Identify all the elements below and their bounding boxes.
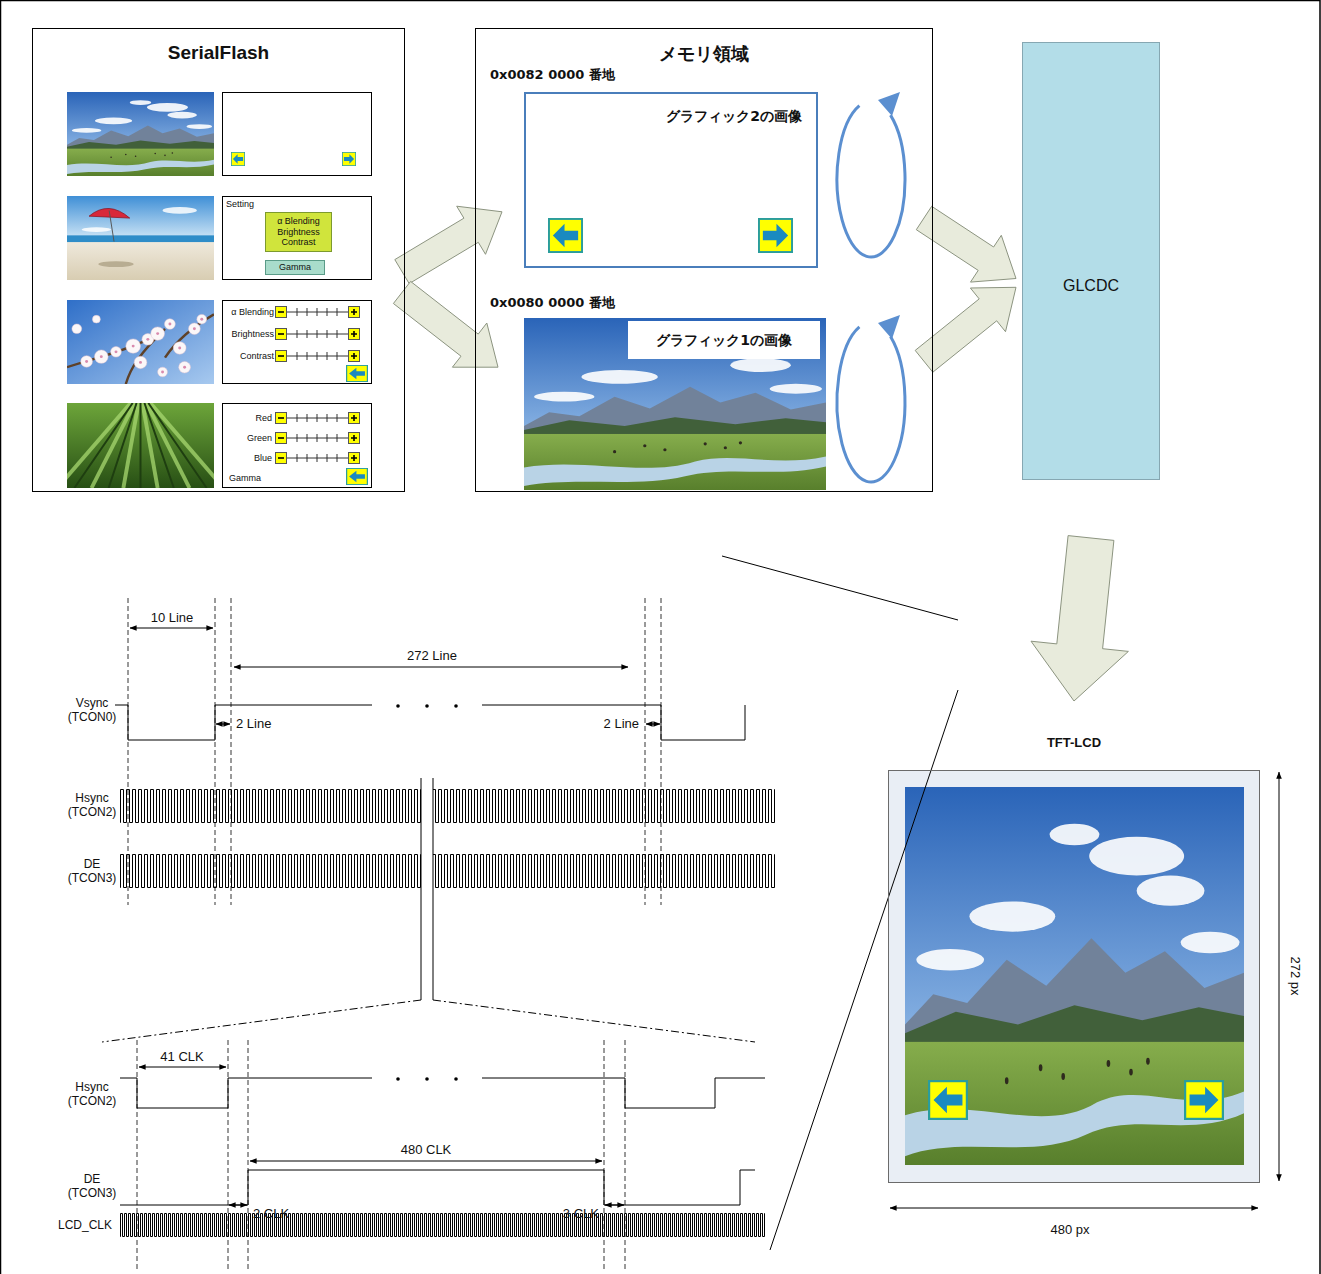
dimension-label: 272 px	[1288, 946, 1304, 1006]
screen-title: Setting	[226, 199, 254, 210]
timing-chart	[102, 598, 775, 1270]
menu-button: α Blending Brightness Contrast	[265, 212, 332, 252]
storage-box: SerialFlashSetting α Blending Brightness …	[32, 28, 405, 492]
dimension-label: 2 Line	[559, 716, 639, 731]
dimension-label: 41 CLK	[142, 1049, 222, 1064]
memory-box: メモリ領域グラフィック2の画像 0x0082 0000 番地 0x0080 0000…	[475, 28, 933, 492]
dimension-label: 10 Line	[132, 610, 212, 625]
button-text: Gamma	[266, 261, 324, 274]
flow-arrow	[915, 287, 1016, 372]
signal-name: DE (TCON3)	[63, 1172, 121, 1200]
signal-name: DE (TCON3)	[63, 857, 121, 885]
signal-name: Hsync (TCON2)	[63, 1080, 121, 1108]
dimension-label: 2 Line	[236, 716, 271, 731]
signal-name: LCD_CLK	[58, 1218, 112, 1232]
dimension-label: 3 CLK	[519, 1206, 599, 1221]
controller-box: GLCDC	[1022, 42, 1160, 480]
box-title: SerialFlash	[33, 42, 404, 64]
gamma-screen: RedGreenBlueGamma	[222, 403, 372, 488]
screen-title: Gamma	[229, 473, 261, 484]
zoom-line	[722, 556, 958, 1250]
dimension-label: 2 CLK	[253, 1206, 289, 1221]
signal-name: Vsync (TCON0)	[63, 696, 121, 724]
slider-label: α Blending	[223, 307, 274, 318]
dimension-label: 480 CLK	[381, 1142, 471, 1157]
lcd-image	[888, 770, 1279, 1208]
slider-label: Blue	[223, 453, 272, 464]
flow-arrow	[395, 206, 502, 283]
flow-arrow	[1031, 536, 1128, 701]
flow-arrow	[393, 281, 498, 367]
box-title: GLCDC	[1023, 265, 1159, 305]
lcd-panel: TFT-LCD	[888, 733, 1260, 1183]
menu-button: Gamma	[265, 260, 325, 275]
box-title: メモリ領域	[476, 43, 932, 65]
slider-label: Red	[223, 413, 272, 424]
memory-address: 0x0080 0000 番地	[490, 295, 615, 311]
slider-label: Brightness	[223, 329, 274, 340]
settings-screen: α BlendingBrightnessContrast	[222, 300, 372, 384]
lcd-frame	[888, 770, 1260, 1183]
menu-screen: Setting α Blending Brightness ContrastGam…	[222, 196, 372, 280]
flow-arrow	[916, 206, 1016, 282]
plane-label: グラフィック2の画像	[622, 108, 802, 125]
dimension-label: 480 px	[1030, 1222, 1110, 1237]
panel-title: TFT-LCD	[888, 735, 1260, 751]
slider-label: Green	[223, 433, 272, 444]
slider-label: Contrast	[223, 351, 274, 362]
button-text: α Blending Brightness Contrast	[266, 213, 331, 251]
signal-name: Hsync (TCON2)	[63, 791, 121, 819]
graphic-plane: 0x0080 0000 番地グラフィック1の画像	[488, 292, 920, 490]
plane-label: グラフィック1の画像	[628, 321, 820, 359]
memory-images	[524, 92, 905, 490]
dimension-label: 272 Line	[387, 648, 477, 663]
graphic-plane: グラフィック2の画像 0x0082 0000 番地	[488, 62, 920, 270]
memory-address: 0x0082 0000 番地	[490, 67, 615, 83]
flash-images	[57, 92, 371, 488]
image-frame: グラフィック2の画像	[524, 92, 818, 268]
